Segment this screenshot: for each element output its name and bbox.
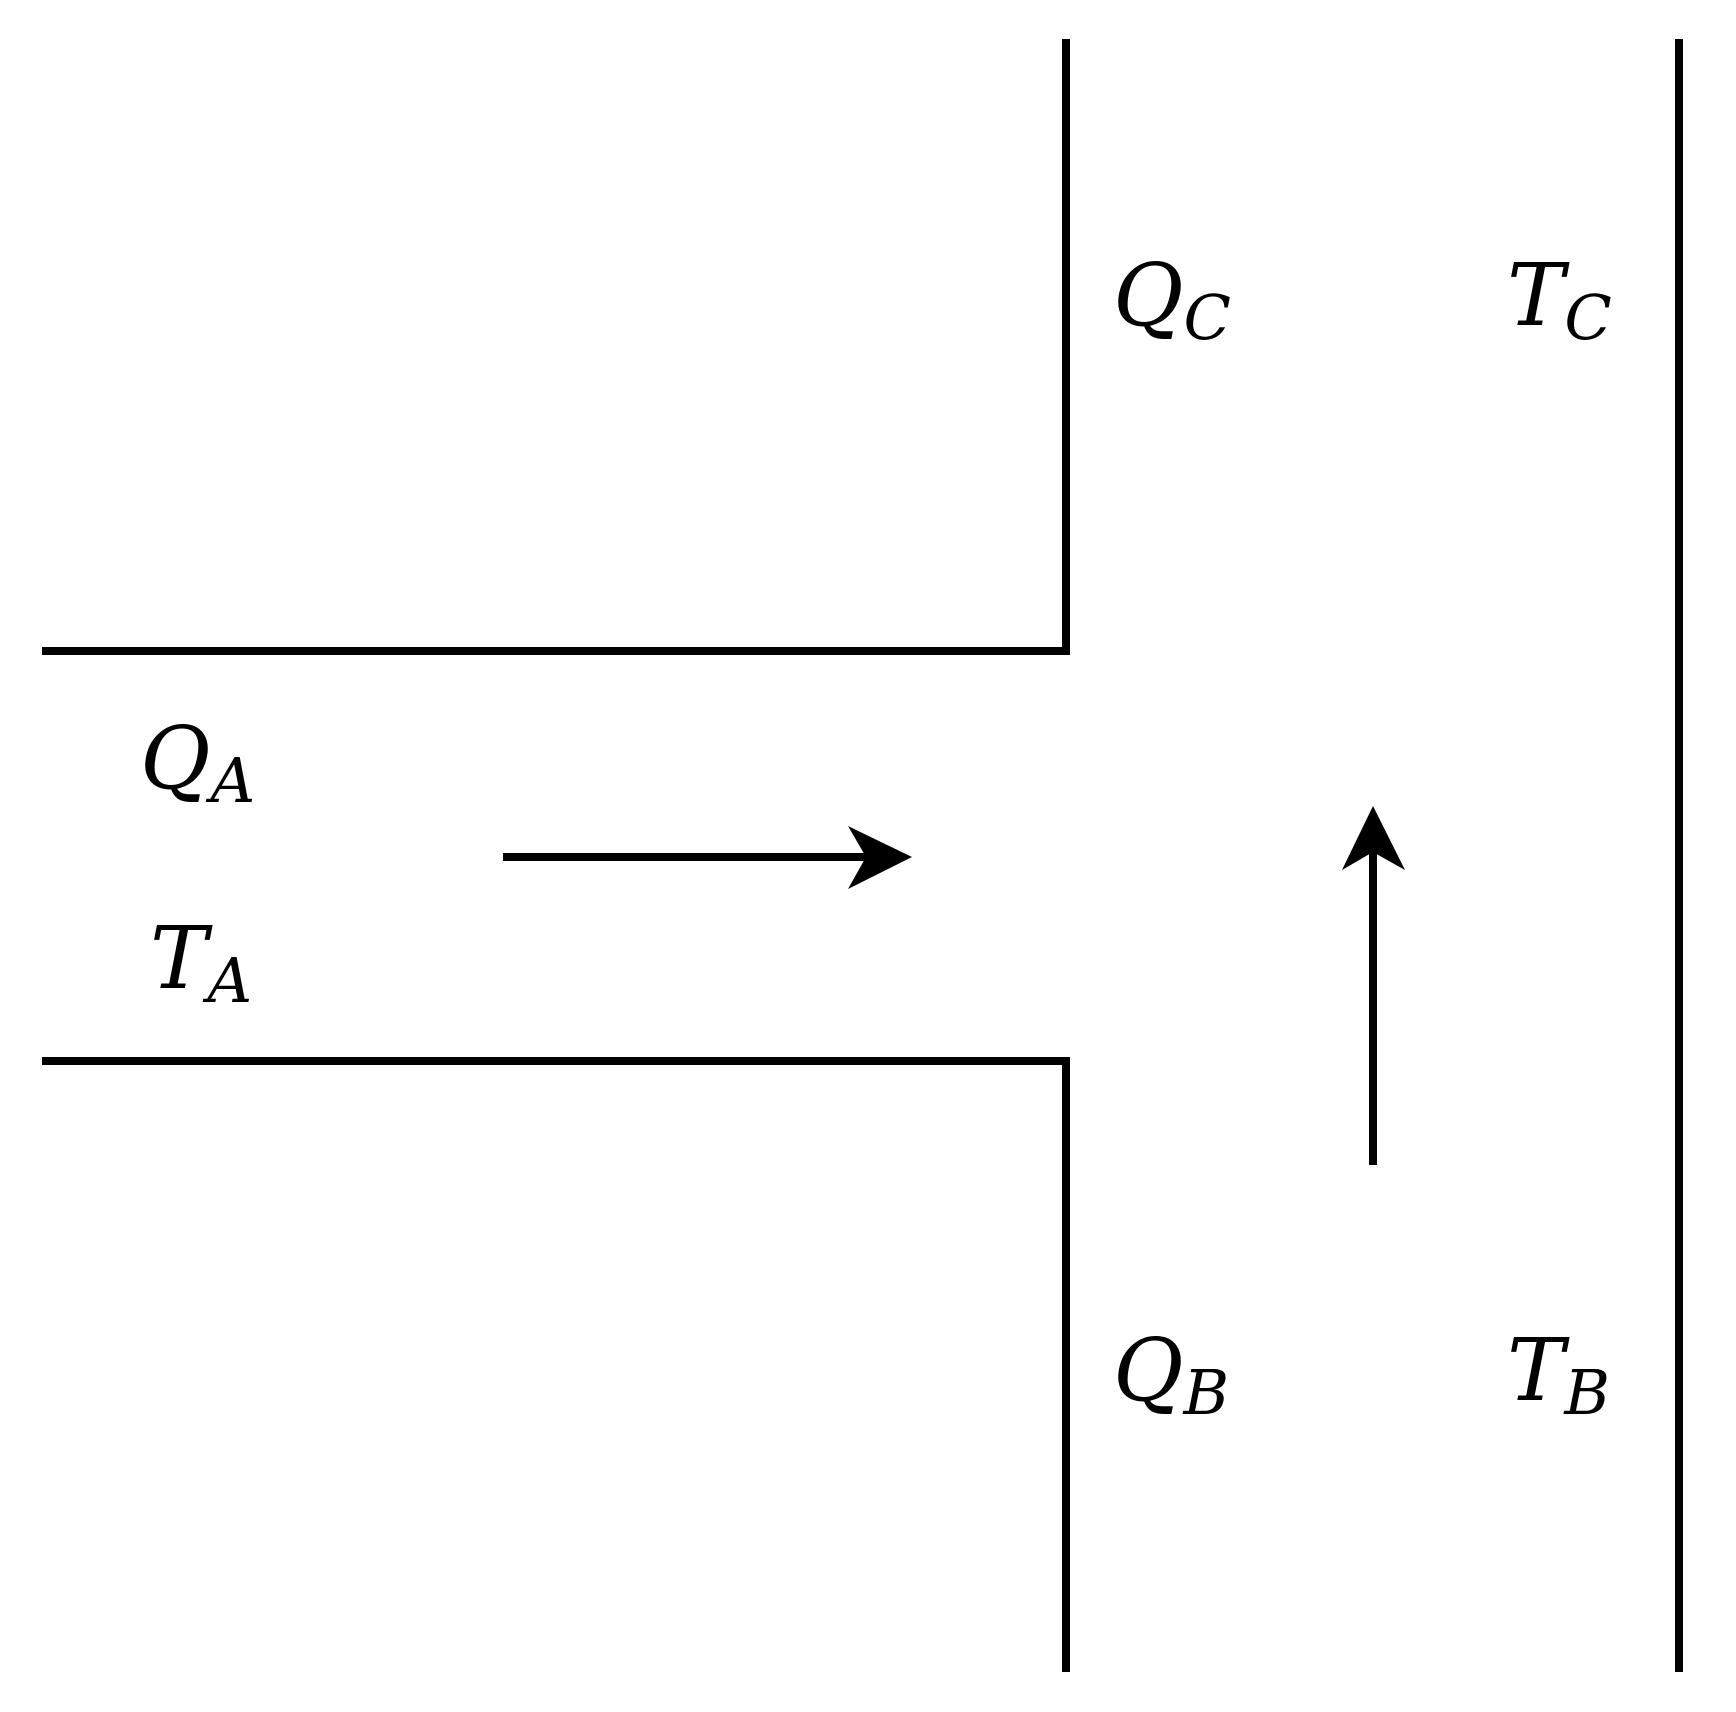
arrow-right-head	[848, 826, 912, 889]
flow-arrow-right	[503, 826, 912, 889]
label-tc: TC	[1507, 246, 1612, 354]
label-tb: TB	[1507, 1321, 1610, 1429]
channel-walls	[42, 39, 1683, 1672]
label-qc: QC	[1113, 246, 1231, 354]
label-qa: QA	[140, 709, 255, 817]
arrow-up-head	[1342, 806, 1405, 870]
label-qb: QB	[1113, 1321, 1229, 1429]
label-ta: TA	[150, 909, 252, 1017]
flow-arrow-up	[1342, 806, 1405, 1165]
